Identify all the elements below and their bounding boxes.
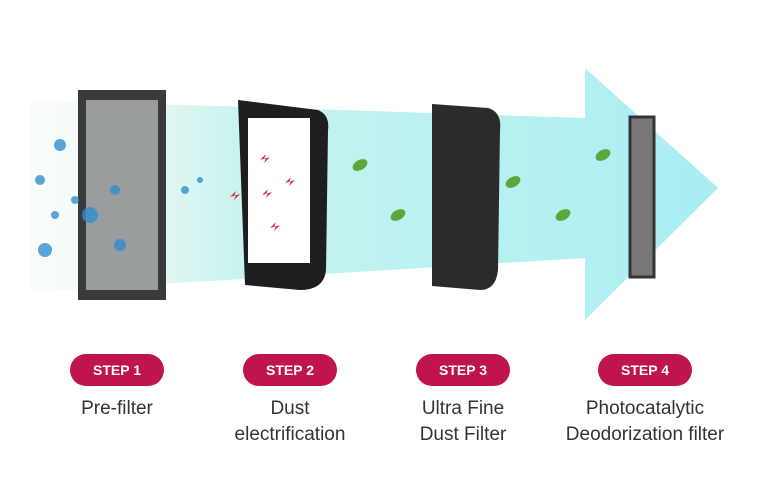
pre-filter-image (78, 90, 166, 300)
deodorization-filter-image (628, 115, 656, 279)
airflow-arrow (30, 68, 718, 320)
step-label: Pre-filter (81, 398, 153, 419)
spark-icon (285, 177, 295, 186)
spark-icon (260, 154, 270, 163)
step-badge: STEP 1 (70, 354, 164, 386)
leaf-icon (390, 209, 406, 221)
spark-icon (270, 222, 280, 231)
dust-particle (114, 239, 126, 251)
spark-icon (262, 189, 272, 198)
dust-particles (35, 139, 203, 257)
spark-icons (230, 154, 295, 231)
step-badge: STEP 4 (598, 354, 692, 386)
ultra-fine-filter-image (432, 104, 501, 290)
dust-particle (197, 177, 203, 183)
dust-particle (54, 139, 66, 151)
electrification-filter-image (238, 100, 329, 290)
step-badge: STEP 3 (416, 354, 510, 386)
step-1: STEP 1 Pre-filter (27, 354, 207, 422)
spark-icon (230, 191, 240, 200)
dust-particle (82, 207, 98, 223)
leaf-icons (352, 149, 611, 221)
leaf-icon (505, 176, 521, 188)
step-badge: STEP 2 (243, 354, 337, 386)
dust-particle (71, 196, 79, 204)
dust-particle (110, 185, 120, 195)
leaf-icon (595, 149, 611, 161)
leaf-icon (555, 209, 571, 221)
dust-particle (35, 175, 45, 185)
dust-particle (51, 211, 59, 219)
dust-particle (181, 186, 189, 194)
dust-particle (38, 243, 52, 257)
leaf-icon (352, 159, 368, 171)
